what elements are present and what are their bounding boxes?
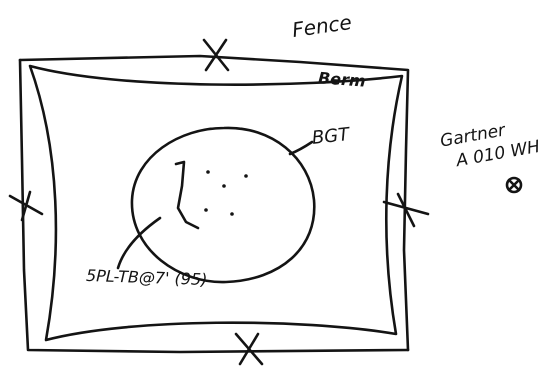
fence-outline bbox=[18, 54, 410, 354]
tank-label: BGT bbox=[310, 124, 351, 149]
berm-label: Berm bbox=[317, 68, 367, 91]
leader-tank bbox=[288, 140, 314, 156]
fence-post-x-icon bbox=[234, 332, 264, 366]
fence-post-x-icon bbox=[8, 190, 44, 222]
tank-circle bbox=[130, 126, 316, 284]
fence-post-x-icon bbox=[382, 192, 430, 228]
fence-post-x-icon bbox=[202, 38, 230, 72]
berm-outline bbox=[28, 64, 404, 342]
gauge-label: 5PL-TB@7' (95) bbox=[85, 265, 208, 290]
leader-gauge bbox=[116, 216, 162, 270]
tank-inner-marks bbox=[174, 160, 248, 230]
circle-x-icon bbox=[505, 176, 523, 194]
